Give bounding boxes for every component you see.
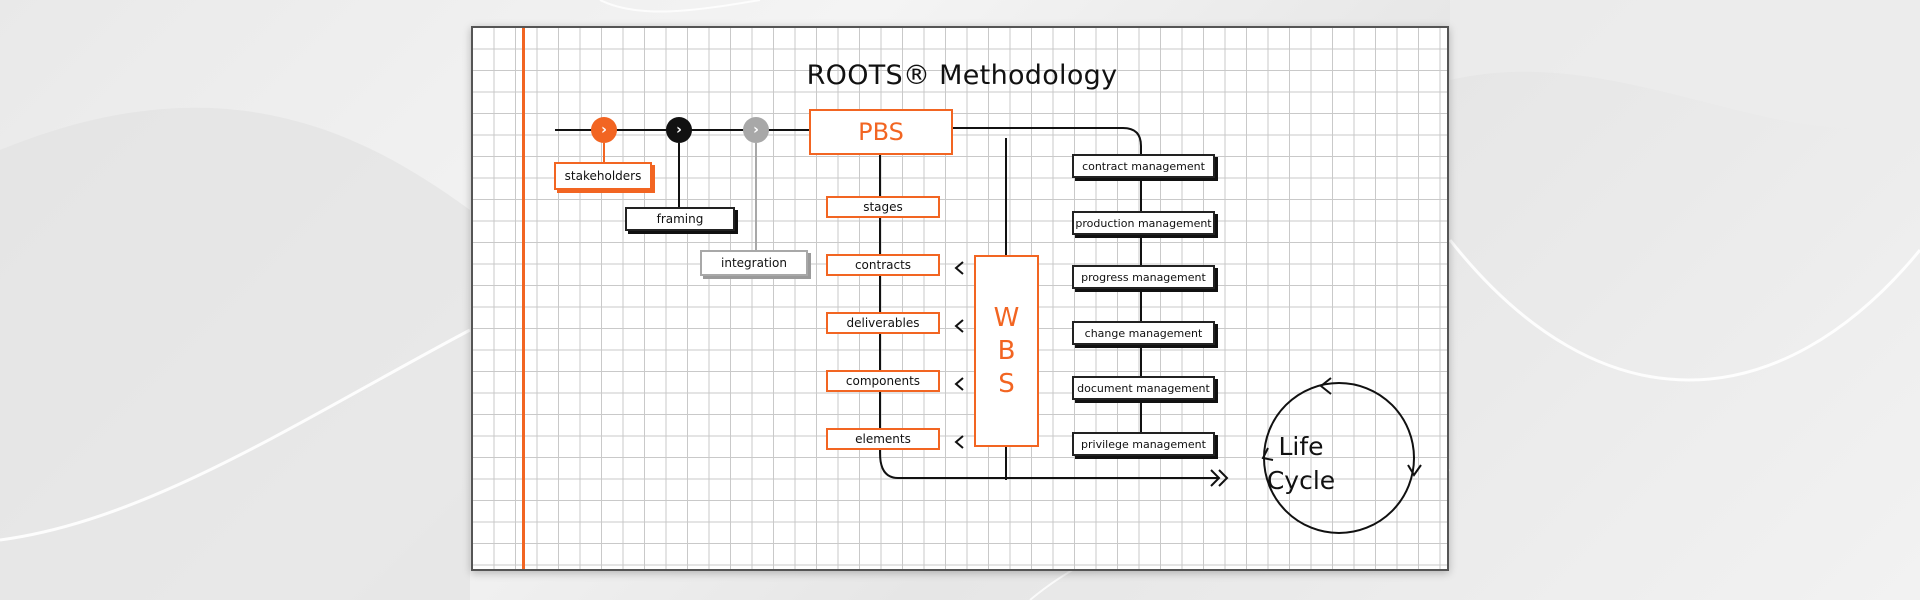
pbs-item-stages: stages: [826, 196, 940, 218]
contract-management-box: contract management: [1072, 154, 1215, 178]
privilege-management-box: privilege management: [1072, 432, 1215, 456]
wbs-box: W B S: [974, 255, 1039, 447]
diagram-title: ROOTS® Methodology: [806, 60, 1118, 91]
framing-box: framing: [625, 207, 735, 231]
framing-chevron-icon: ›: [666, 117, 692, 143]
change-management-box: change management: [1072, 321, 1215, 345]
pbs-item-elements: elements: [826, 428, 940, 450]
integration-box: integration: [700, 250, 808, 276]
integration-chevron-icon: ›: [743, 117, 769, 143]
life-cycle-line2: Cycle: [1266, 466, 1336, 495]
grid-paper: ROOTS® Methodology › › › stakeholders fr…: [471, 26, 1449, 571]
stakeholders-box: stakeholders: [554, 162, 652, 190]
wbs-letter-s: S: [998, 368, 1015, 399]
pbs-item-components: components: [826, 370, 940, 392]
progress-management-box: progress management: [1072, 265, 1215, 289]
stakeholders-chevron-icon: ›: [591, 117, 617, 143]
pbs-box: PBS: [809, 109, 953, 155]
wbs-letter-b: B: [997, 335, 1016, 366]
pbs-item-deliverables: deliverables: [826, 312, 940, 334]
production-management-box: production management: [1072, 211, 1215, 235]
life-cycle-label: Life Cycle: [1256, 430, 1346, 498]
paper-margin-line: [522, 28, 525, 569]
wbs-letter-w: W: [993, 302, 1020, 333]
pbs-item-contracts: contracts: [826, 254, 940, 276]
document-management-box: document management: [1072, 376, 1215, 400]
life-cycle-line1: Life: [1278, 432, 1324, 461]
